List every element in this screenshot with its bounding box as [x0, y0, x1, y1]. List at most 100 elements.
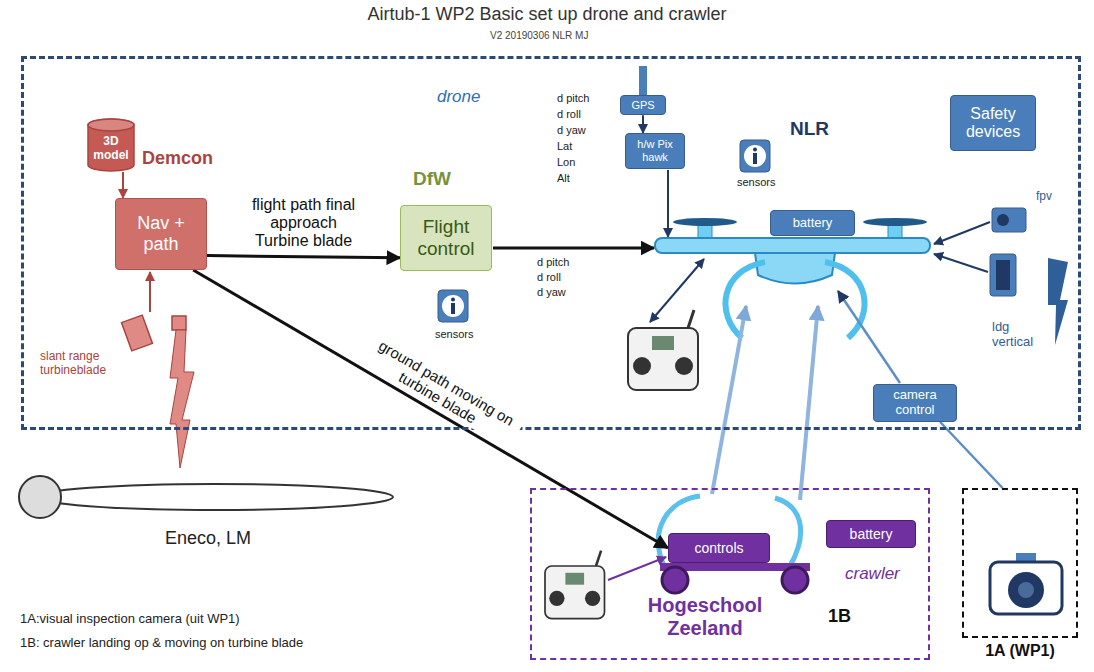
gps-box: GPS: [620, 95, 666, 116]
slant-range-sensor: [172, 316, 186, 330]
landing-sensor: [934, 254, 988, 272]
connector: [122, 172, 124, 198]
inspection-camera: [1018, 582, 1034, 598]
node-text: Flight control: [405, 216, 487, 260]
landing-sensor: [1048, 258, 1068, 345]
drone-illustration: [863, 218, 927, 226]
annotation-label: fpv: [1036, 190, 1052, 204]
radio-link: [608, 557, 666, 580]
node-text: controls: [694, 540, 743, 556]
node-text: h/w Pix hawk: [630, 138, 680, 163]
crawler-link: [712, 306, 818, 500]
sensor-icon: [740, 140, 770, 172]
node-text: GPS: [631, 99, 654, 112]
gps-antenna: [639, 66, 647, 95]
landing-sensor: [996, 260, 1010, 290]
connector: [193, 270, 668, 548]
gps-antenna: [639, 66, 647, 95]
slant-range-sensor: [122, 315, 153, 351]
control-arrow: [493, 247, 654, 250]
drone-illustration: [673, 218, 737, 226]
crawler-link: [712, 306, 746, 494]
crawler-illustration: [662, 567, 688, 593]
remote-control: [549, 591, 564, 606]
process-box: DfWFlight control: [400, 205, 492, 271]
drone-region: drone3D modelNav + pathDfWFlight control…: [22, 57, 1080, 429]
node-text: Hogeschool Zeeland: [625, 594, 785, 640]
crawler-link: [800, 306, 818, 500]
fpv-camera: [934, 222, 990, 244]
crawler-illustration: [658, 496, 810, 593]
remote-control: [633, 357, 651, 375]
node-text: crawler: [845, 564, 900, 584]
node-text: DfW: [413, 168, 451, 190]
control-arrow: [493, 170, 668, 248]
annotation-label: slant range turbineblade: [40, 350, 120, 378]
sensor-icon: [442, 295, 464, 317]
slant-range-sensor: [122, 272, 194, 468]
landing-sensor: [990, 254, 1016, 296]
sensor-icon: [438, 290, 468, 322]
remote-control: [596, 551, 601, 566]
remote-control: [565, 573, 584, 585]
drone-illustration: [755, 253, 835, 284]
sensor-icon: [451, 298, 455, 302]
camera-region: 1A (WP1): [962, 488, 1078, 638]
crawler-region: crawlerHogeschool Zeeland 1B controls batte…: [530, 488, 930, 660]
annotation-label: d yaw: [537, 286, 566, 299]
node-text: 1A (WP1): [962, 642, 1078, 660]
sensor-icon: [744, 145, 766, 167]
sensor-icon: [753, 148, 757, 152]
annotation-label: Demcon: [142, 148, 213, 169]
turbine-blade: [37, 484, 393, 510]
sensor-icon: [451, 303, 455, 314]
annotation-label: Lat: [557, 140, 572, 153]
annotation-label: NLR: [790, 118, 829, 140]
remote-control: [585, 591, 600, 606]
fpv-camera: [934, 208, 1026, 244]
inspection-camera: [990, 562, 1062, 614]
annotation-label: d yaw: [557, 124, 586, 137]
annotation-label: d pitch: [537, 256, 569, 269]
annotation-label: d pitch: [557, 92, 589, 105]
node-text: Safety devices: [955, 105, 1031, 142]
annotation-label: Eneco, LM: [165, 528, 251, 549]
diagram-title: Airtub-1 WP2 Basic set up drone and craw…: [0, 4, 1094, 25]
safety-box: Safety devices: [950, 95, 1036, 151]
node-text: drone: [437, 87, 480, 107]
remote-control: [628, 328, 698, 390]
remote-control: [628, 310, 698, 390]
remote-control: [675, 357, 693, 375]
edge-label: ground path moving on turbine blade: [358, 331, 526, 449]
annotation-label: sensors: [737, 176, 776, 189]
slant-range-sensor: [170, 330, 194, 468]
sensor-icon: [740, 140, 770, 172]
fpv-camera: [997, 214, 1009, 226]
node-text: camera control: [878, 388, 952, 418]
annotation-label: 1B: crawler landing op & moving on turbi…: [20, 636, 303, 651]
node-text: 1B: [828, 606, 851, 627]
annotation-label: sensors: [435, 328, 474, 341]
battery-box: battery: [826, 520, 916, 548]
node-text: battery: [850, 526, 893, 542]
control-arrow: [667, 170, 669, 237]
autopilot-box: h/w Pix hawk: [625, 133, 685, 169]
node-text: Nav + path: [120, 213, 202, 254]
controls-box: controls: [668, 533, 770, 563]
remote-control: [652, 336, 674, 350]
camera-control-arrow: [838, 291, 900, 383]
drone-illustration: [655, 238, 930, 253]
annotation-label: Lon: [557, 156, 575, 169]
process-box: Nav + path: [115, 198, 207, 270]
annotation-label: Alt: [557, 172, 570, 185]
annotation-label: d roll: [537, 271, 561, 284]
inspection-camera: [1008, 572, 1044, 608]
annotation-label: V2 20190306 NLR MJ: [490, 30, 588, 42]
node-text: battery: [793, 216, 833, 231]
remote-control: [688, 310, 694, 328]
drone-illustration: [725, 262, 765, 338]
annotation-label: ldg vertical: [992, 320, 1042, 350]
